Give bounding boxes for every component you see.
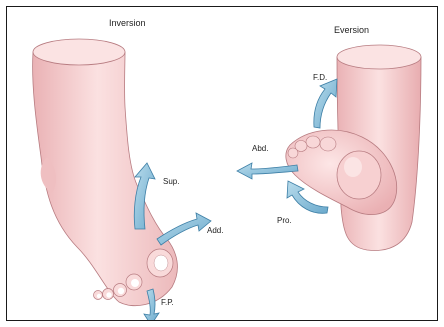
foot-motion-illustration: Inversion Sup. Add. F.P. xyxy=(7,7,438,321)
right-leg-top xyxy=(337,45,421,69)
inversion-foot xyxy=(33,39,178,306)
left-leg-top xyxy=(33,39,125,65)
supination-label: Sup. xyxy=(163,177,179,186)
adduction-arrow xyxy=(157,213,211,245)
pronation-label: Pro. xyxy=(277,216,292,225)
eversion-title: Eversion xyxy=(334,25,369,35)
inversion-title: Inversion xyxy=(109,18,146,28)
dorsiflexion-arrow xyxy=(314,79,337,128)
adduction-label: Add. xyxy=(207,226,223,235)
flexion-label: F.P. xyxy=(161,298,174,307)
right-big-toe-highlight xyxy=(344,157,362,177)
figure-frame: Inversion Sup. Add. F.P. xyxy=(6,6,438,321)
dorsiflexion-label: F.D. xyxy=(313,73,327,82)
abduction-label: Abd. xyxy=(252,144,268,153)
right-big-toe xyxy=(337,151,381,199)
eversion-foot xyxy=(286,45,421,250)
